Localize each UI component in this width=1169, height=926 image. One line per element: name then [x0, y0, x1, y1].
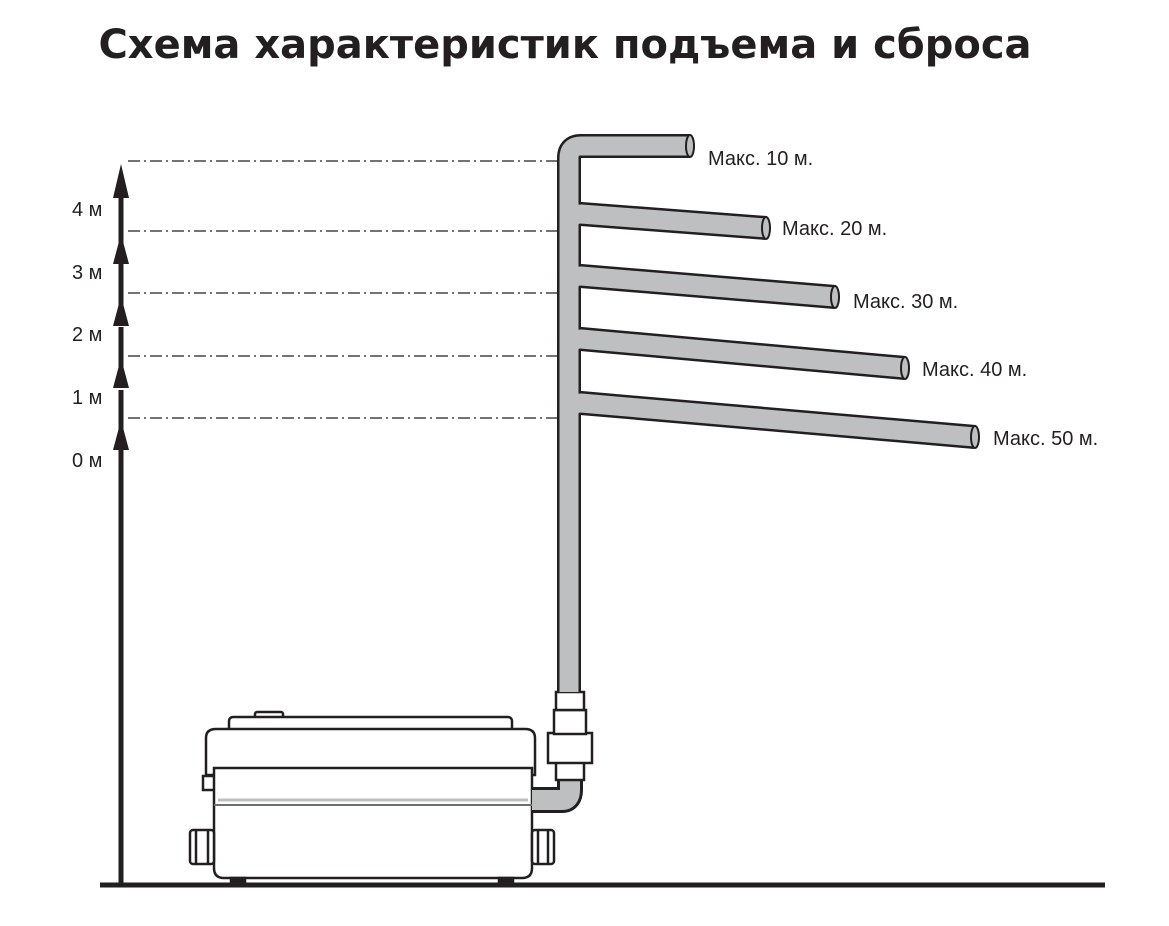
level-label-1: 1 м [72, 387, 102, 409]
level-label-3: 3 м [72, 262, 102, 284]
level-label-0: 0 м [72, 450, 102, 472]
pipe-label-4: Макс. 40 м. [922, 359, 1027, 381]
pump-unit [188, 710, 556, 885]
pipe-end-2 [761, 216, 771, 240]
pipe-end-3 [830, 285, 840, 309]
pipe-end-1 [685, 134, 695, 158]
axis-arrow-4 [113, 164, 129, 198]
pipe-label-3: Макс. 30 м. [853, 291, 958, 313]
reference-lines [128, 160, 558, 419]
pipe-label-1: Макс. 10 м. [708, 148, 813, 170]
height-axis [113, 164, 129, 885]
diagram-title: Схема характеристик подъема и сброса [98, 22, 1032, 68]
pipe-end-5 [970, 425, 980, 449]
pipe-end-4 [900, 356, 910, 380]
pipe-label-2: Макс. 20 м. [782, 218, 887, 240]
level-label-2: 2 м [72, 324, 102, 346]
pump-outlet [532, 690, 594, 813]
pipe-label-5: Макс. 50 м. [993, 428, 1098, 450]
discharge-pipes [557, 134, 980, 692]
level-label-4: 4 м [72, 199, 102, 221]
